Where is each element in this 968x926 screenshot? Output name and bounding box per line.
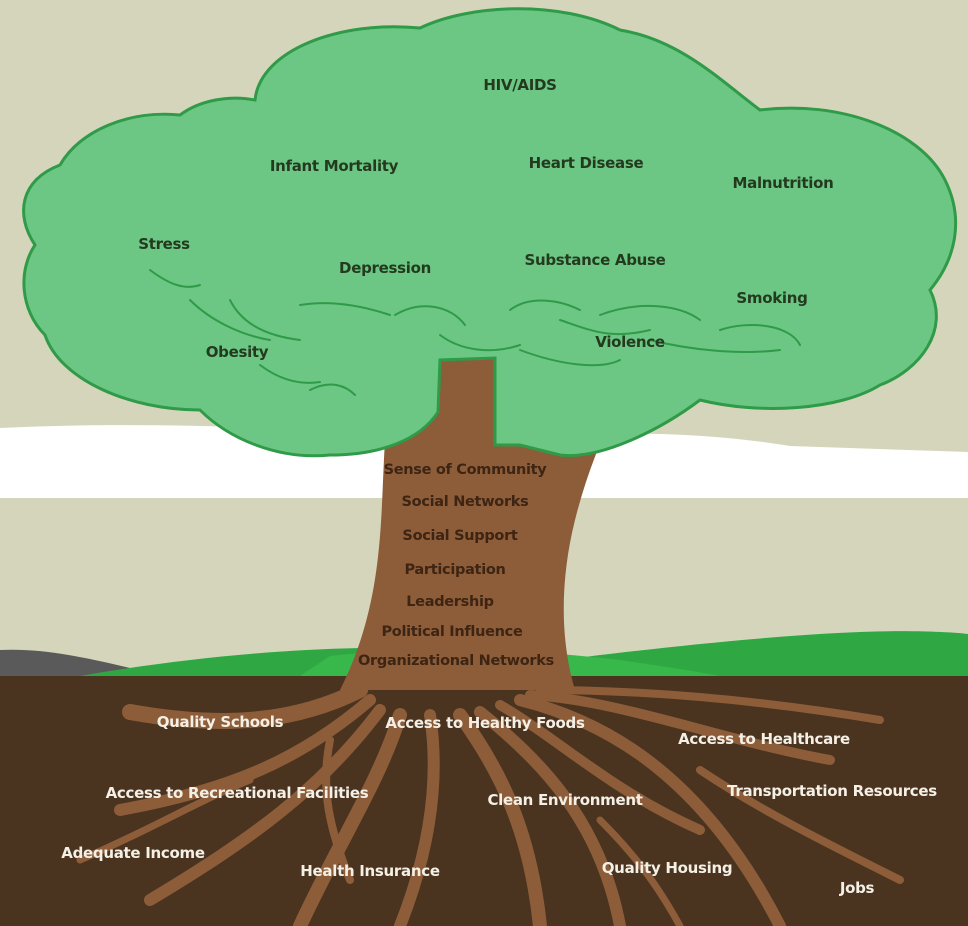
root-label-access-to-recreational-facilities: Access to Recreational Facilities <box>105 784 369 802</box>
trunk-label-participation: Participation <box>404 562 506 578</box>
trunk-label-social-networks: Social Networks <box>401 494 529 510</box>
trunk-label-social-support: Social Support <box>402 528 518 544</box>
root-label-quality-schools: Quality Schools <box>156 713 284 731</box>
canopy-label-obesity: Obesity <box>205 343 269 361</box>
green-hills <box>80 631 968 676</box>
root-label-adequate-income: Adequate Income <box>61 844 205 862</box>
tree-canopy <box>22 7 958 458</box>
canopy-label-smoking: Smoking <box>736 289 808 307</box>
root-label-jobs: Jobs <box>839 879 875 897</box>
root-label-access-to-healthy-foods: Access to Healthy Foods <box>385 714 585 732</box>
trunk-label-organizational-networks: Organizational Networks <box>358 653 554 669</box>
canopy-label-violence: Violence <box>595 333 665 351</box>
canopy-label-malnutrition: Malnutrition <box>732 174 834 192</box>
root-label-access-to-healthcare: Access to Healthcare <box>678 730 850 748</box>
grey-hill <box>0 649 130 676</box>
root-label-quality-housing: Quality Housing <box>601 859 733 877</box>
roots <box>76 682 904 926</box>
canopy-label-stress: Stress <box>138 235 190 253</box>
canopy-label-infant-mortality: Infant Mortality <box>269 157 399 175</box>
root-label-health-insurance: Health Insurance <box>300 862 440 880</box>
root-label-clean-environment: Clean Environment <box>487 791 643 809</box>
trunk-label-political-influence: Political Influence <box>381 624 523 640</box>
canopy-label-heart-disease: Heart Disease <box>528 154 644 172</box>
trunk-label-leadership: Leadership <box>406 594 494 610</box>
root-label-transportation-resources: Transportation Resources <box>727 782 937 800</box>
canopy-label-depression: Depression <box>339 259 431 277</box>
canopy-label-hiv-aids: HIV/AIDS <box>483 76 557 94</box>
trunk-label-sense-of-community: Sense of Community <box>383 462 547 478</box>
canopy-label-substance-abuse: Substance Abuse <box>524 251 666 269</box>
